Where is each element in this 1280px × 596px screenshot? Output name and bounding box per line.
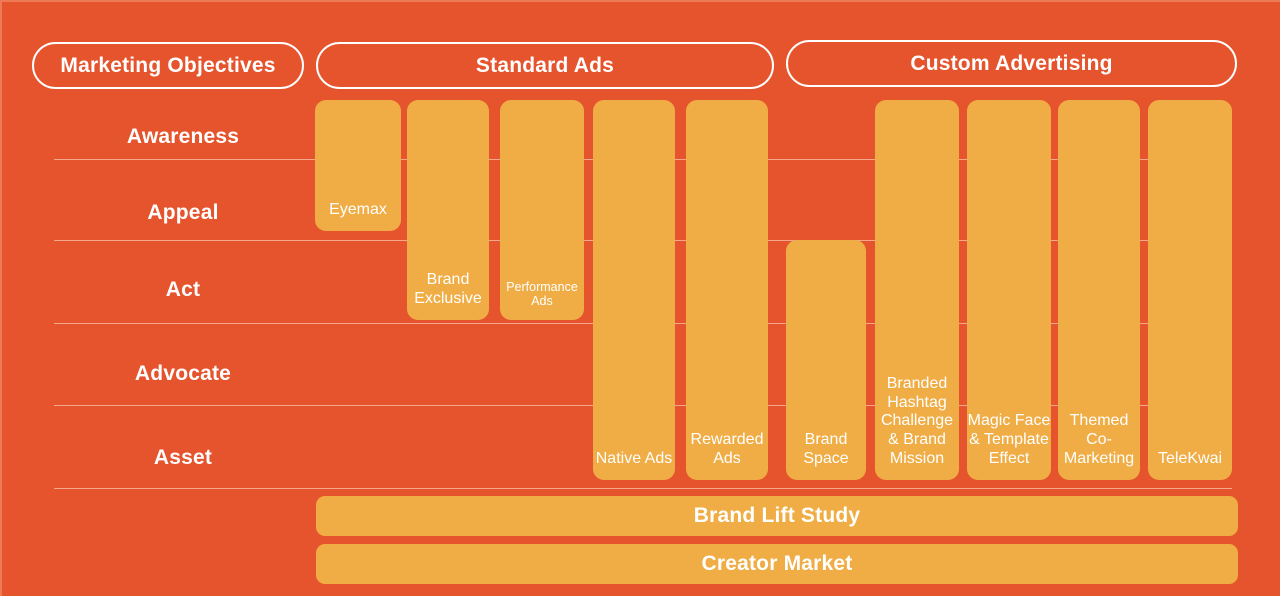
product-label-magic-face-template-effect: Magic Face & Template Effect [967,412,1051,468]
product-label-rewarded-ads: Rewarded Ads [690,431,764,468]
objective-label-advocate: Advocate [134,362,232,385]
product-label-themed-co-marketing: Themed Co-Marketing [1063,412,1135,468]
product-label-performance-ads: Performance Ads [506,279,578,309]
product-label-telekwai: TeleKwai [1157,450,1223,468]
header-marketing-objectives: Marketing Objectives [32,42,304,89]
product-bar-native-ads[interactable]: Native Ads [593,100,675,480]
product-bar-brand-exclusive[interactable]: Brand Exclusive [407,100,489,320]
product-bar-telekwai[interactable]: TeleKwai [1148,100,1232,480]
product-bar-rewarded-ads[interactable]: Rewarded Ads [686,100,768,480]
product-label-branded-hashtag-challenge: Branded Hashtag Challenge & Brand Missio… [880,374,954,468]
product-bar-performance-ads[interactable]: Performance Ads [500,100,584,320]
header-custom-advertising: Custom Advertising [786,40,1237,87]
product-label-brand-exclusive: Brand Exclusive [414,271,482,308]
full-width-bar-creator-market[interactable]: Creator Market [316,544,1238,584]
row-divider-asset [54,488,1232,489]
product-bar-themed-co-marketing[interactable]: Themed Co-Marketing [1058,100,1140,480]
product-bar-brand-space[interactable]: Brand Space [786,240,866,480]
product-bar-magic-face-template-effect[interactable]: Magic Face & Template Effect [967,100,1051,480]
product-label-eyemax: Eyemax [329,201,387,219]
product-bar-eyemax[interactable]: Eyemax [315,100,401,231]
objective-label-appeal: Appeal [147,201,219,224]
product-label-native-ads: Native Ads [595,450,673,468]
header-standard-ads: Standard Ads [316,42,774,89]
objective-label-awareness: Awareness [126,125,240,148]
product-label-brand-space: Brand Space [803,431,849,468]
product-bar-branded-hashtag-challenge[interactable]: Branded Hashtag Challenge & Brand Missio… [875,100,959,480]
full-width-bar-brand-lift-study[interactable]: Brand Lift Study [316,496,1238,536]
objective-label-act: Act [165,278,201,301]
objective-label-asset: Asset [153,446,213,469]
